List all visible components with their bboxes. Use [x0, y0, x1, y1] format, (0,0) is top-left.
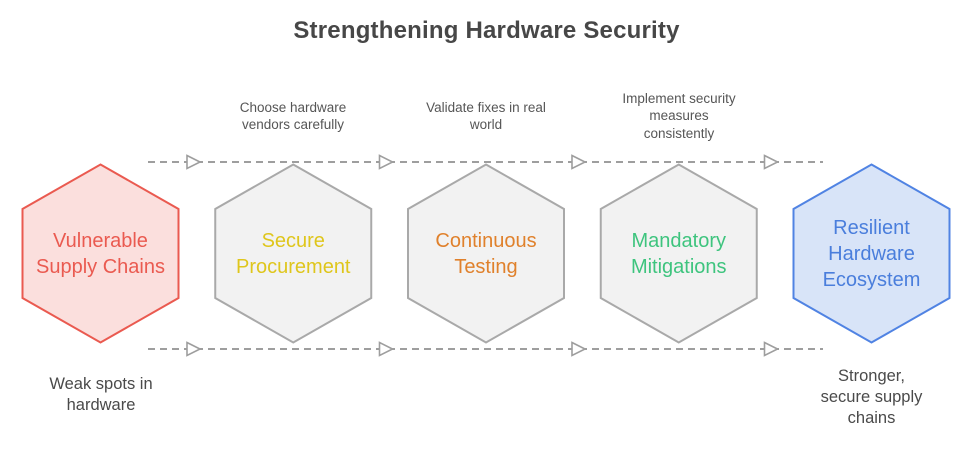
arrowhead-icon — [763, 341, 780, 357]
caption-end-state: Stronger, secure supply chains — [820, 367, 923, 427]
arrowhead-icon — [186, 341, 202, 357]
arrowhead-icon — [571, 154, 587, 170]
stage-title-vulnerable-supply-chains: Vulnerable Supply Chains — [36, 229, 165, 278]
stage-title-secure-procurement: Secure Procurement — [236, 229, 351, 278]
stage-title-continuous-testing: Continuous Testing — [435, 229, 537, 278]
arrowhead-icon — [378, 154, 395, 170]
stage-hexagon-resilient-hardware-ecosystem — [792, 163, 951, 344]
stage-hexagon-vulnerable-supply-chains — [21, 163, 180, 344]
stage-title-resilient-hardware-ecosystem: Resilient Hardware Ecosystem — [822, 216, 921, 291]
stage-hexagon-continuous-testing — [407, 163, 565, 344]
arrowhead-icon — [571, 341, 587, 357]
step-label-continuous-testing: Validate fixes in real world — [426, 99, 546, 132]
stage-title-mandatory-mitigations: Mandatory Mitigations — [630, 229, 727, 278]
step-label-mandatory-mitigations: Implement security measures consistently — [622, 91, 736, 141]
arrowhead-icon — [763, 154, 780, 170]
stage-hexagon-secure-procurement — [214, 163, 373, 344]
step-label-secure-procurement: Choose hardware vendors carefully — [239, 99, 347, 132]
arrowhead-icon — [186, 154, 202, 170]
stage-hexagon-mandatory-mitigations — [599, 163, 758, 344]
arrowhead-icon — [378, 341, 395, 357]
diagram-title: Strengthening Hardware Security — [293, 17, 680, 44]
caption-start-state: Weak spots in hardware — [49, 375, 153, 414]
